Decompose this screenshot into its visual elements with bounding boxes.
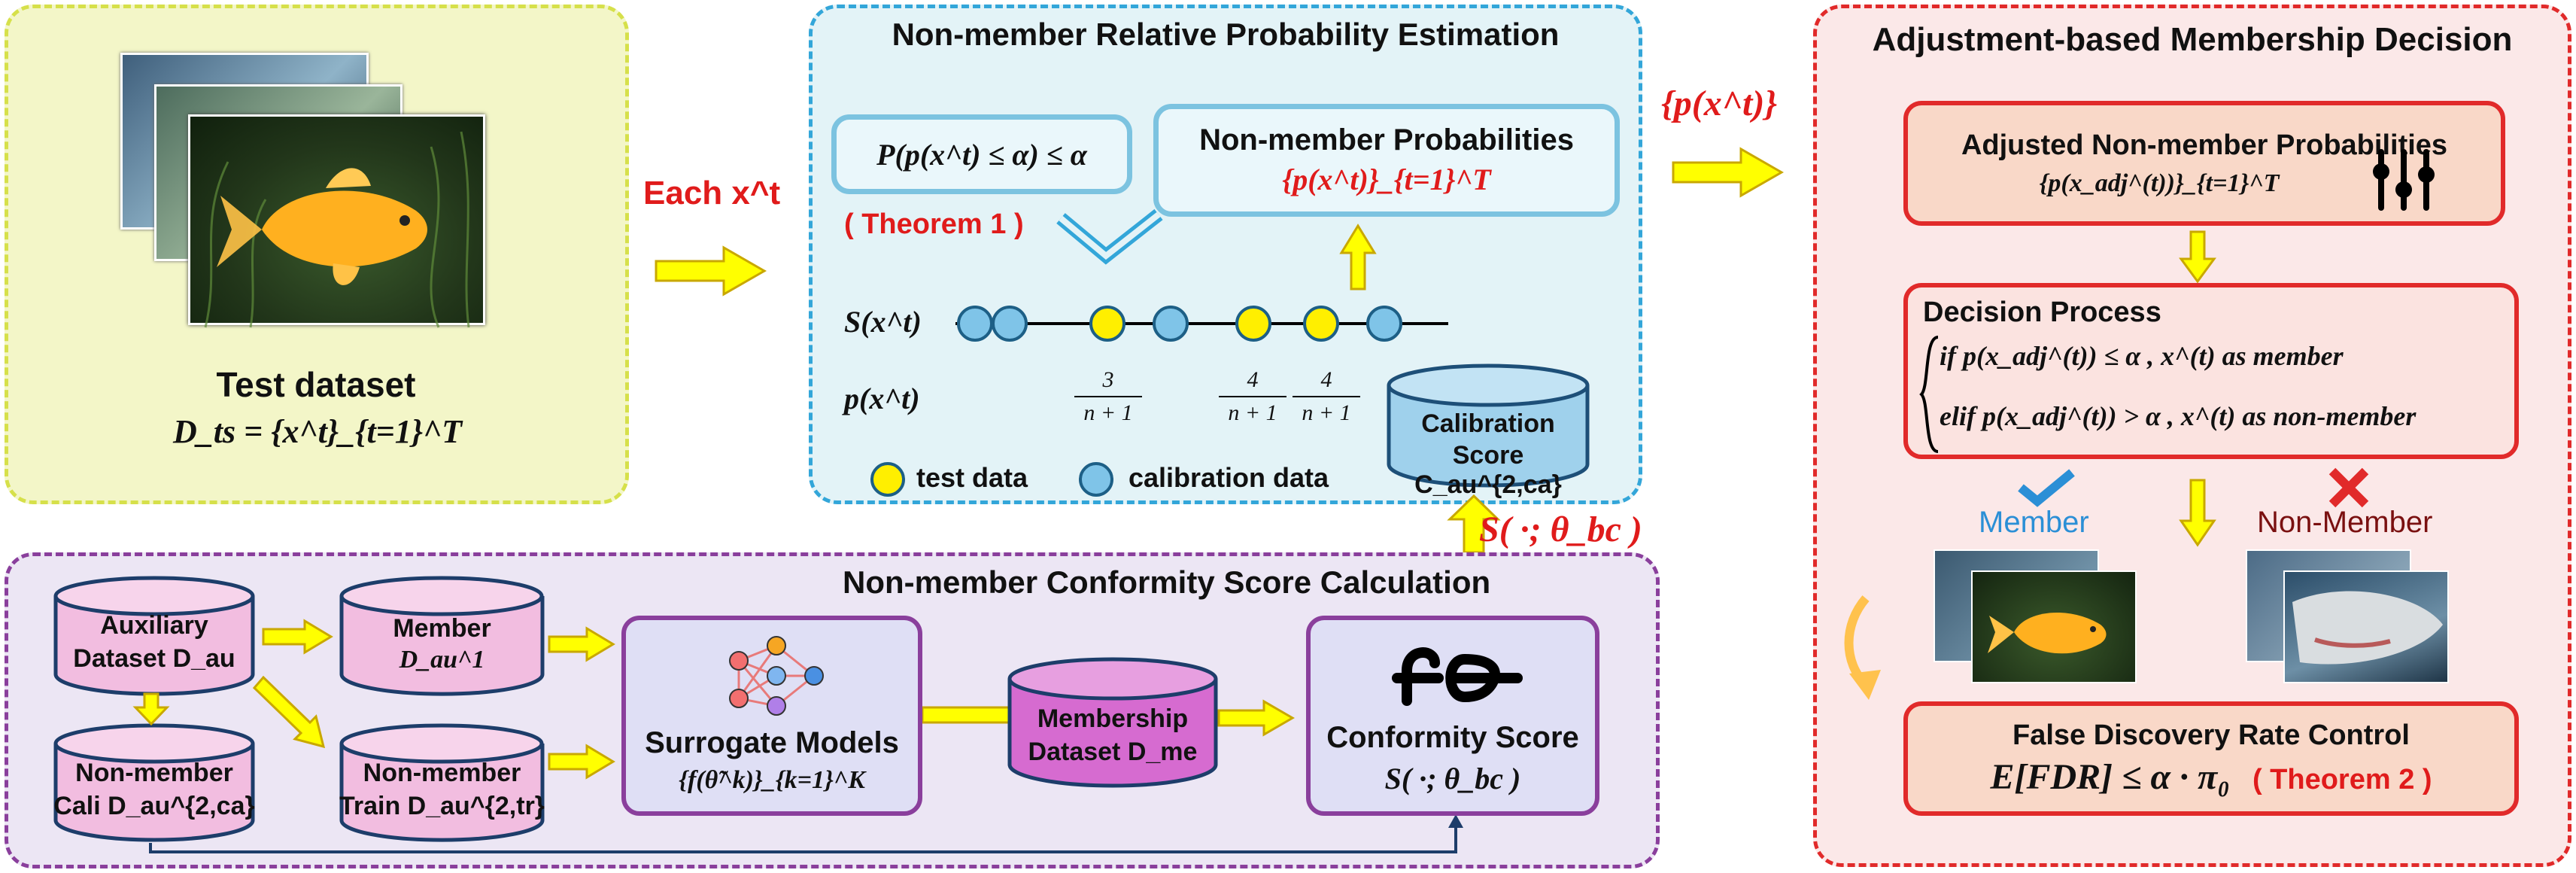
legend-calibration-dot [1079, 462, 1113, 497]
calibration-dot [992, 306, 1028, 342]
arrow-test-to-estimation [655, 245, 767, 297]
surrogate-title: Surrogate Models [645, 725, 899, 759]
arrow-decision-to-results [2179, 479, 2216, 547]
curved-arrow-icon [1844, 595, 1881, 700]
probability-bound: P(p(x^t) ≤ α) ≤ α [876, 137, 1087, 172]
nonmember-probabilities-title: Non-member Probabilities [1199, 123, 1574, 157]
adjusted-formula: {p(x_adj^(t))}_{t=1}^T [2039, 169, 2280, 197]
fdr-formula: E[FDR] ≤ α · π₀ [1990, 757, 2230, 797]
nonmember-probabilities-formula: {p(x^t)}_{t=1}^T [1282, 163, 1491, 196]
membership-dataset-cylinder: Membership Dataset D_me [1007, 656, 1219, 789]
chevron-icon [1056, 208, 1163, 265]
s-theta-label: S( ·; θ_bc ) [1479, 510, 1642, 549]
decision-title: Adjustment-based Membership Decision [1872, 21, 2513, 58]
member-line1: Member [393, 614, 491, 643]
decision-process-box: Decision Process if p(x_adj^(t)) ≤ α , x… [1903, 283, 2519, 459]
slider-icon [2373, 149, 2435, 211]
nonmember-cali-line1: Non-member [75, 759, 233, 787]
score-dots [955, 306, 1448, 342]
network-icon [729, 636, 824, 716]
surrogate-models-box: Surrogate Models {f(θ̃^k)}_{k=1}^K [621, 616, 922, 816]
auxiliary-line2: Dataset D_au [73, 644, 235, 673]
fdr-control-box: False Discovery Rate Control E[FDR] ≤ α … [1903, 701, 2519, 816]
estimation-title: Non-member Relative Probability Estimati… [892, 17, 1560, 52]
nonmember-train-line2: Train D_au^{2,tr} [339, 792, 545, 820]
conformity-score-formula: S( ·; θ_bc ) [1384, 762, 1521, 795]
test-dot [1235, 306, 1271, 342]
theorem2-label: ( Theorem 2 ) [2252, 764, 2432, 795]
nonmember-label: Non-Member [2257, 506, 2433, 539]
nonmember-train-cylinder: Non-member Train D_au^{2,tr} [339, 722, 545, 843]
auxiliary-dataset-cylinder: Auxiliary Dataset D_au [53, 575, 256, 697]
p-output-label: {p(x^t)} [1661, 84, 1778, 123]
calibration-line2: Score C_au^{2,ca} [1414, 441, 1562, 499]
arrow-adjusted-to-decision [2179, 230, 2216, 284]
membership-line1: Membership [1037, 704, 1189, 733]
decision-elif: elif p(x_adj^(t)) > α , x^(t) as non-mem… [1940, 401, 2417, 431]
test-dot [1303, 306, 1339, 342]
fraction-3: 4 n + 1 [1293, 367, 1360, 426]
nonmember-train-line1: Non-member [363, 759, 521, 787]
probability-bound-box: P(p(x^t) ≤ α) ≤ α [831, 114, 1132, 194]
arrow-conformity-to-estimation [1447, 494, 1501, 554]
p-axis-label: p(x^t) [844, 382, 920, 415]
test-dot [1089, 306, 1125, 342]
nonmember-probabilities-box: Non-member Probabilities {p(x^t)}_{t=1}^… [1153, 104, 1620, 217]
member-image-stack [1934, 549, 2159, 685]
theorem1-label: ( Theorem 1 ) [844, 208, 1024, 240]
cross-icon [2328, 467, 2369, 508]
test-dataset-title: Test dataset [216, 365, 416, 404]
fdr-title: False Discovery Rate Control [2012, 719, 2410, 751]
nonmember-image-stack [2246, 549, 2471, 685]
check-icon [2018, 469, 2075, 507]
fourier-icon [1392, 647, 1523, 706]
legend-test-label: test data [916, 462, 1028, 493]
test-image-stack [120, 53, 497, 339]
arrow-estimation-to-decision [1672, 147, 1785, 198]
score-axis-label: S(x^t) [844, 305, 922, 339]
conformity-score-title: Conformity Score [1326, 721, 1579, 754]
decision-process-title: Decision Process [1923, 297, 2161, 328]
surrogate-formula: {f(θ̃^k)}_{k=1}^K [679, 765, 865, 794]
member-dataset-cylinder: Member D_au^1 [339, 575, 545, 697]
decision-if: if p(x_adj^(t)) ≤ α , x^(t) as member [1940, 341, 2344, 371]
fraction-1: 3 n + 1 [1074, 367, 1142, 426]
calibration-line1: Calibration [1421, 409, 1555, 438]
membership-line2: Dataset D_me [1028, 738, 1198, 766]
member-line2: D_au^1 [399, 646, 485, 674]
calibration-dot [1366, 306, 1402, 342]
conformity-title: Non-member Conformity Score Calculation [843, 564, 1491, 600]
calibration-score-cylinder: Calibration Score C_au^{2,ca} [1386, 363, 1590, 499]
fraction-2: 4 n + 1 [1219, 367, 1286, 426]
test-dataset-formula: D_ts = {x^t}_{t=1}^T [173, 413, 463, 450]
legend-calibration-label: calibration data [1129, 462, 1329, 493]
nonmember-cali-cylinder: Non-member Cali D_au^{2,ca} [53, 722, 256, 843]
auxiliary-line1: Auxiliary [100, 611, 208, 640]
goldfish-photo [188, 114, 485, 328]
arrow-up-small [1339, 224, 1377, 290]
legend-test-dot [870, 462, 905, 497]
member-label: Member [1979, 506, 2089, 539]
each-xt-label: Each x^t [643, 175, 781, 211]
adjusted-title: Adjusted Non-member Probabilities [1961, 129, 2448, 161]
nonmember-cali-line2: Cali D_au^{2,ca} [53, 792, 255, 820]
conformity-score-box: Conformity Score S( ·; θ_bc ) [1306, 616, 1599, 816]
calibration-dot [1153, 306, 1189, 342]
